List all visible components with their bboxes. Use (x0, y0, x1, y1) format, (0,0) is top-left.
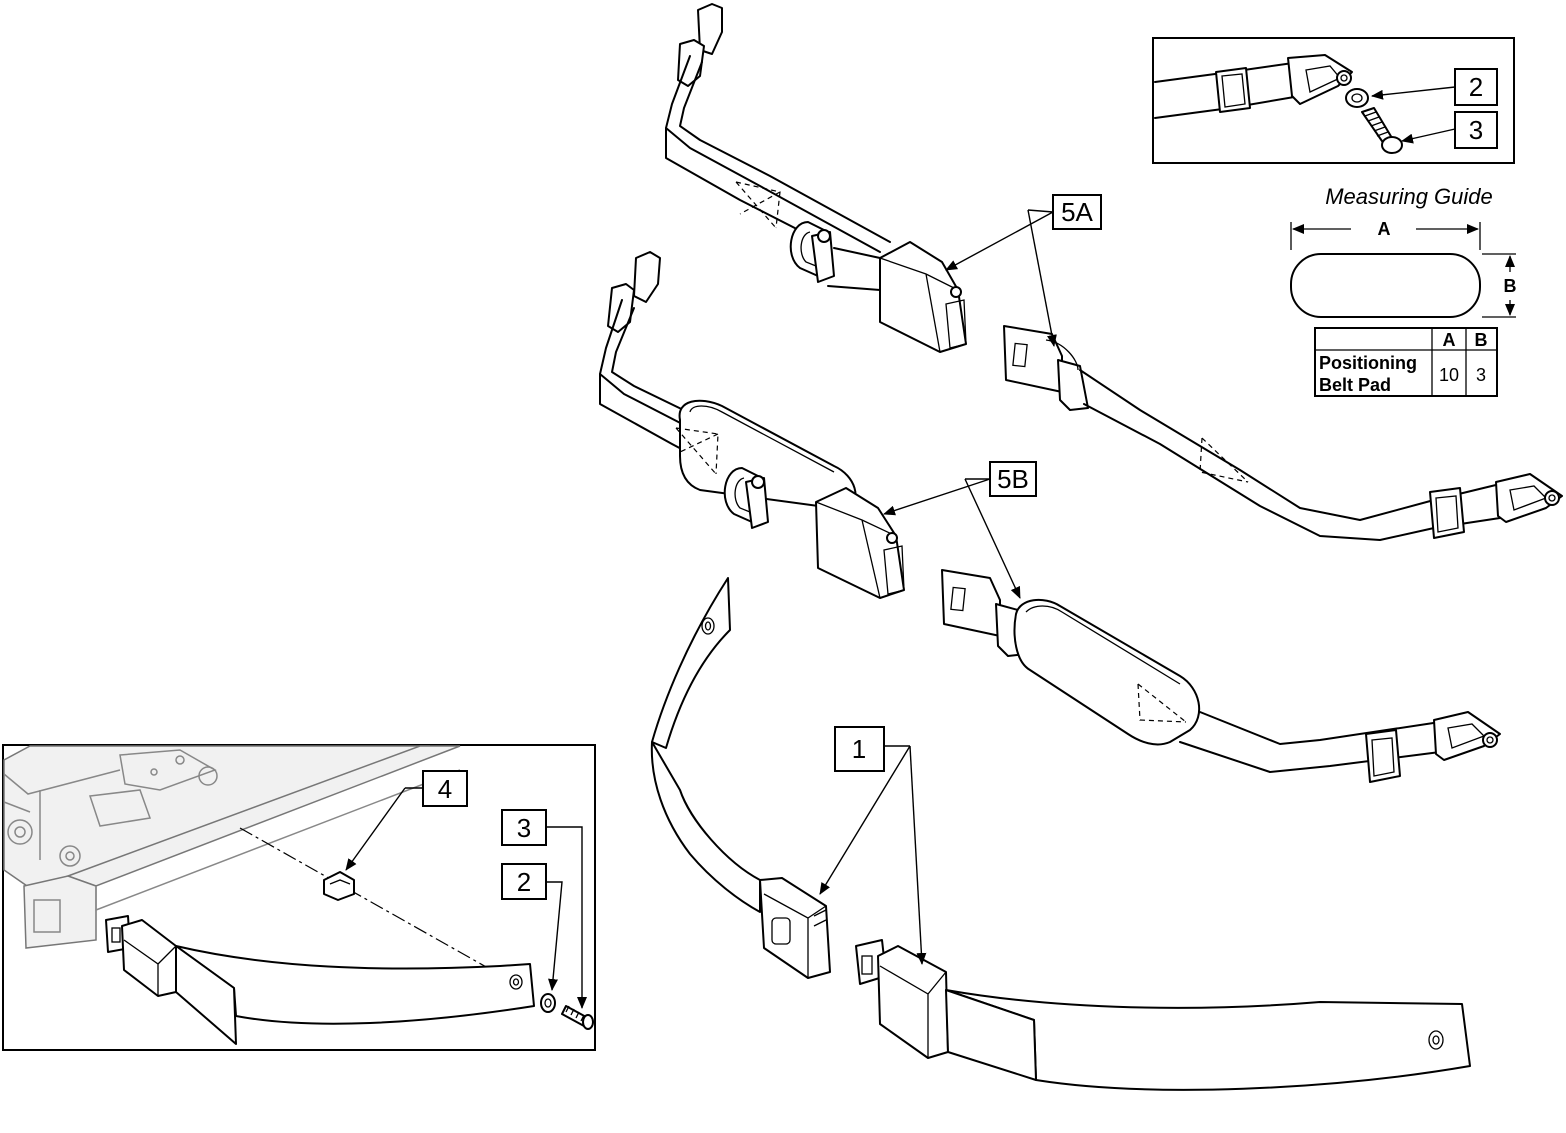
callout-3-box-top (1454, 111, 1498, 149)
detail-inset-frame (1152, 37, 1515, 164)
table-value-b: 3 (1476, 365, 1486, 385)
callout-3-label-detail: 3 (517, 813, 531, 843)
measuring-table: A B Positioning Belt Pad 10 3 (1314, 327, 1498, 397)
dimension-b-label: B (1504, 276, 1517, 296)
callout-1-label: 1 (852, 734, 866, 764)
callout-3-box-detail (501, 809, 547, 846)
table-header-a: A (1443, 330, 1456, 350)
mount-washer (540, 993, 556, 1013)
callout-5b-label: 5B (997, 464, 1029, 494)
hardware-detail-inset: 2 3 (1152, 37, 1515, 164)
belt-5b-left-half (599, 251, 905, 599)
belt-5a-buckle (879, 241, 967, 353)
callout-2-box-top (1454, 68, 1498, 106)
table-row-label-line1: Positioning (1319, 353, 1417, 373)
belt-5b-buckle (815, 487, 905, 599)
belt-5b-pad-right (1013, 598, 1200, 746)
table-value-a: 10 (1439, 365, 1459, 385)
callout-4-label: 4 (438, 774, 452, 804)
callout-4-box (422, 770, 468, 807)
belt-5b-right-half (941, 569, 1501, 783)
measuring-guide: Measuring Guide A B A B Positioning Belt… (1290, 184, 1517, 397)
belt-1-buckle-half (650, 577, 831, 979)
belt-5a-left-half (665, 3, 967, 353)
table-row-label-line2: Belt Pad (1319, 375, 1391, 395)
callout-2-label-detail: 2 (517, 867, 531, 897)
callout-2-box-detail (501, 863, 547, 900)
callout-5a-label: 5A (1061, 197, 1093, 227)
callout-1-box (834, 726, 885, 772)
callout-3-label-top: 3 (1469, 115, 1483, 145)
inset-end-bracket (1287, 54, 1353, 105)
inset-screw (1361, 107, 1403, 154)
callout-5a-box (1052, 194, 1102, 230)
inset-washer (1345, 88, 1369, 108)
dimension-a-label: A (1378, 219, 1391, 239)
table-header-b: B (1475, 330, 1488, 350)
seat-mount-inset: 4 3 2 (2, 744, 596, 1051)
mount-screw (561, 1005, 594, 1030)
mounting-axis-line (239, 827, 489, 969)
belt-pad-outline (1290, 253, 1481, 318)
callout-2-label-top: 2 (1469, 72, 1483, 102)
belt-1-latch-half (855, 939, 1471, 1091)
belt-1-buckle (759, 877, 831, 979)
measuring-guide-title: Measuring Guide (1325, 184, 1493, 209)
belt-5a-latch (1003, 325, 1063, 393)
callout-5b-box (989, 461, 1037, 497)
belt-5a-right-half (1003, 325, 1563, 541)
belt-5b-pad-left (678, 399, 857, 511)
belt-5b-latch (941, 569, 1001, 637)
clip-nut (323, 871, 355, 901)
